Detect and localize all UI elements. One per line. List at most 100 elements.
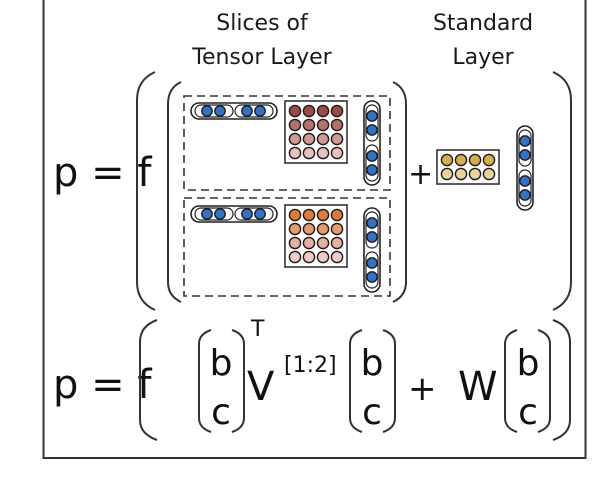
vector-left-bracket xyxy=(349,329,363,433)
weight-node xyxy=(316,222,330,236)
vector-sub-outline xyxy=(234,207,274,221)
input-node xyxy=(254,105,266,117)
vector-outline xyxy=(363,100,381,186)
weight-node xyxy=(330,146,344,160)
weight-node xyxy=(316,118,330,132)
tensor-index: [1:2] xyxy=(284,353,337,378)
weight-node xyxy=(468,153,482,167)
top-outer-left-paren xyxy=(136,71,156,311)
weight-node xyxy=(288,146,302,160)
vector-outline xyxy=(190,205,278,223)
standard-layer xyxy=(436,125,534,211)
input-node xyxy=(366,257,378,269)
bottom-outer-right-paren xyxy=(552,319,571,441)
vector-entry-c: c xyxy=(211,392,231,433)
input-node xyxy=(366,150,378,162)
weight-node xyxy=(288,104,302,118)
vector-sub-outline xyxy=(365,211,379,249)
vector-entry-c: c xyxy=(518,392,538,433)
weight-node xyxy=(302,104,316,118)
top-plus-sign: + xyxy=(408,157,433,192)
input-node xyxy=(366,217,378,229)
weight-node xyxy=(302,132,316,146)
weight-node xyxy=(330,222,344,236)
weight-node xyxy=(288,132,302,146)
top-inner-right-paren xyxy=(392,81,407,303)
input-node xyxy=(519,149,531,161)
weight-node xyxy=(440,153,454,167)
vector-sub-outline xyxy=(518,169,532,207)
standard-layer-label-line2: Layer xyxy=(452,45,514,70)
weight-node xyxy=(330,132,344,146)
weight-node xyxy=(302,236,316,250)
weight-node xyxy=(288,250,302,264)
weight-node xyxy=(316,236,330,250)
tensor-layer-label-line1: Slices of xyxy=(216,11,309,36)
vector-entry-b: b xyxy=(210,343,233,384)
top-inner-left-paren xyxy=(167,81,182,303)
input-node xyxy=(201,105,213,117)
weight-node xyxy=(302,222,316,236)
top-lhs: p = f xyxy=(53,150,152,196)
vector-entry-b: b xyxy=(517,343,540,384)
weight-node xyxy=(288,236,302,250)
tensor-layer-label-line2: Tensor Layer xyxy=(191,45,332,70)
input-node xyxy=(366,124,378,136)
weight-node xyxy=(288,208,302,222)
input-node xyxy=(214,208,226,220)
vector-right-bracket xyxy=(231,329,245,433)
weight-node xyxy=(330,118,344,132)
vector-right-bracket xyxy=(537,329,551,433)
weight-node xyxy=(302,250,316,264)
input-node xyxy=(214,105,226,117)
bottom-plus-sign: + xyxy=(408,369,437,409)
weight-node xyxy=(440,167,454,181)
vector-right-bracket xyxy=(382,329,396,433)
weight-node xyxy=(330,104,344,118)
transpose-superscript: T xyxy=(250,317,265,342)
weight-node xyxy=(302,118,316,132)
input-node xyxy=(366,271,378,283)
vector-sub-outline xyxy=(518,129,532,167)
tensor-symbol-v: V xyxy=(247,364,275,410)
vector-sub-outline xyxy=(234,104,274,118)
vector-entry-b: b xyxy=(361,343,384,384)
input-node xyxy=(519,135,531,147)
bc-vector-standard: b c xyxy=(504,329,551,433)
vector-sub-outline xyxy=(194,207,234,221)
slice-2-dashed-box xyxy=(183,197,391,297)
tensor-slice-1 xyxy=(190,100,381,186)
vector-outline xyxy=(190,102,278,120)
input-node xyxy=(519,175,531,187)
weight-node xyxy=(316,104,330,118)
weight-node xyxy=(288,118,302,132)
weight-node xyxy=(316,250,330,264)
standard-layer-label-line1: Standard xyxy=(433,11,533,36)
weight-node xyxy=(468,167,482,181)
weight-node xyxy=(316,146,330,160)
tensor-slices xyxy=(190,100,381,293)
input-node xyxy=(241,208,253,220)
weight-node xyxy=(288,222,302,236)
vector-sub-outline xyxy=(365,251,379,289)
vector-sub-outline xyxy=(365,104,379,142)
outer-frame xyxy=(42,0,587,459)
input-node xyxy=(519,189,531,201)
vector-left-bracket xyxy=(198,329,212,433)
input-node xyxy=(366,110,378,122)
weight-node xyxy=(454,167,468,181)
bc-vector-transposed: b c xyxy=(198,329,245,433)
weight-node xyxy=(330,236,344,250)
tensor-slice-2 xyxy=(190,204,381,293)
vector-sub-outline xyxy=(365,144,379,182)
vector-sub-outline xyxy=(194,104,234,118)
bottom-outer-left-paren xyxy=(139,319,158,441)
weight-node xyxy=(316,208,330,222)
weight-node xyxy=(330,208,344,222)
bc-vector: b c xyxy=(349,329,396,433)
slice-1-dashed-box xyxy=(183,95,391,191)
vector-entry-c: c xyxy=(362,392,382,433)
vector-left-bracket xyxy=(504,329,518,433)
weight-node xyxy=(302,208,316,222)
